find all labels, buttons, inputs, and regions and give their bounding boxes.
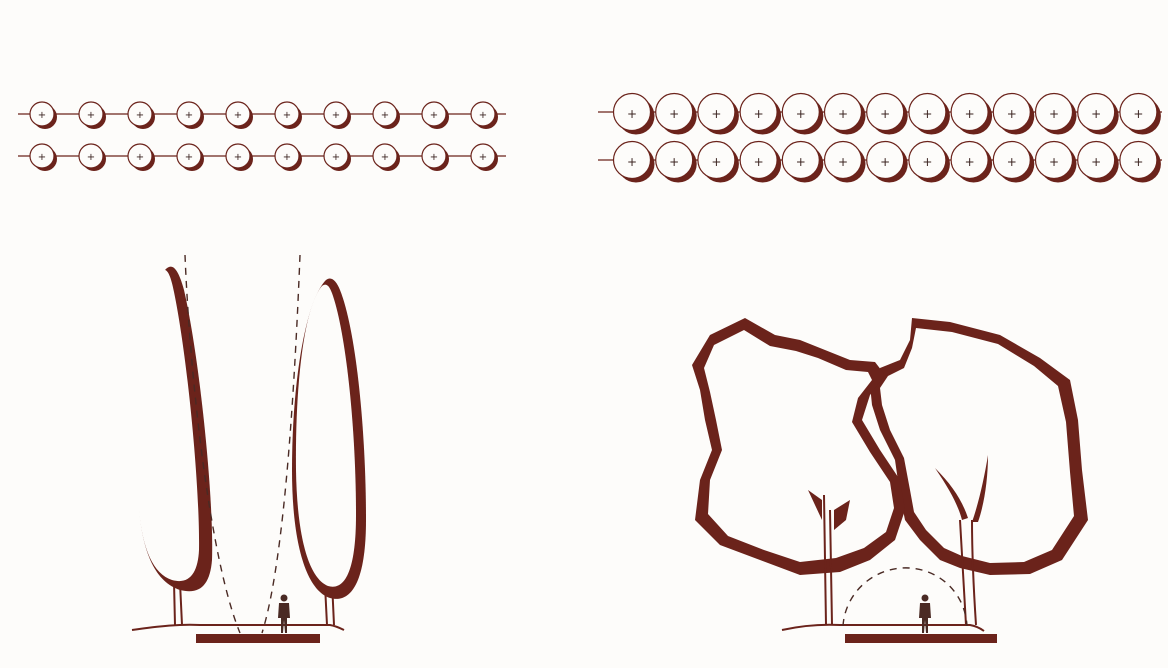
tree-center-marker: +	[1007, 107, 1017, 121]
tree-center-marker: +	[1007, 155, 1017, 169]
tree-center-marker: +	[627, 155, 637, 169]
tree-center-marker: +	[1133, 107, 1143, 121]
tree-center-marker: +	[922, 155, 932, 169]
tree-center-marker: +	[796, 155, 806, 169]
tree-center-marker: +	[754, 107, 764, 121]
tree-center-marker: +	[332, 110, 340, 121]
tree-center-marker: +	[965, 155, 975, 169]
tree-center-marker: +	[38, 152, 46, 163]
tree-center-marker: +	[1049, 107, 1059, 121]
person-figure	[278, 595, 290, 634]
pavement-slab	[196, 634, 320, 643]
plan-view-narrow-spacing: + + + + + + + + + + + + + + + + + + + +	[18, 102, 506, 171]
tree-center-marker: +	[479, 110, 487, 121]
tree-center-marker: +	[234, 110, 242, 121]
tree-center-marker: +	[1049, 155, 1059, 169]
tree-center-marker: +	[880, 155, 890, 169]
tree-center-marker: +	[1091, 155, 1101, 169]
tree-center-marker: +	[669, 155, 679, 169]
section-view-columnar-trees	[132, 255, 366, 643]
person-figure	[919, 595, 931, 634]
tree-center-marker: +	[381, 152, 389, 163]
tree-center-marker: +	[796, 107, 806, 121]
tree-center-marker: +	[922, 107, 932, 121]
tree-center-marker: +	[87, 152, 95, 163]
tree-center-marker: +	[965, 107, 975, 121]
tree-center-marker: +	[283, 152, 291, 163]
tree-center-marker: +	[838, 107, 848, 121]
tree-center-marker: +	[430, 152, 438, 163]
tree-center-marker: +	[669, 107, 679, 121]
tree-center-marker: +	[838, 155, 848, 169]
tree-center-marker: +	[332, 152, 340, 163]
dashed-space-dome	[843, 568, 967, 626]
tree-center-marker: +	[185, 110, 193, 121]
tree-center-marker: +	[711, 107, 721, 121]
tree-center-marker: +	[234, 152, 242, 163]
section-view-spreading-trees	[692, 318, 1088, 643]
tree-center-marker: +	[1133, 155, 1143, 169]
tree-center-marker: +	[136, 152, 144, 163]
plan-view-dense-spacing: + + + + + + + + + + + + + + + + + + + + + + + + + +	[598, 94, 1162, 183]
tree-center-marker: +	[880, 107, 890, 121]
ground-line	[782, 625, 984, 631]
left-columnar-tree	[137, 270, 199, 581]
pavement-slab	[845, 634, 997, 643]
tree-center-marker: +	[479, 152, 487, 163]
tree-center-marker: +	[283, 110, 291, 121]
tree-center-marker: +	[136, 110, 144, 121]
tree-center-marker: +	[430, 110, 438, 121]
tree-center-marker: +	[87, 110, 95, 121]
tree-center-marker: +	[1091, 107, 1101, 121]
tree-center-marker: +	[381, 110, 389, 121]
tree-center-marker: +	[627, 107, 637, 121]
tree-center-marker: +	[38, 110, 46, 121]
tree-center-marker: +	[185, 152, 193, 163]
tree-center-marker: +	[711, 155, 721, 169]
tree-center-marker: +	[754, 155, 764, 169]
